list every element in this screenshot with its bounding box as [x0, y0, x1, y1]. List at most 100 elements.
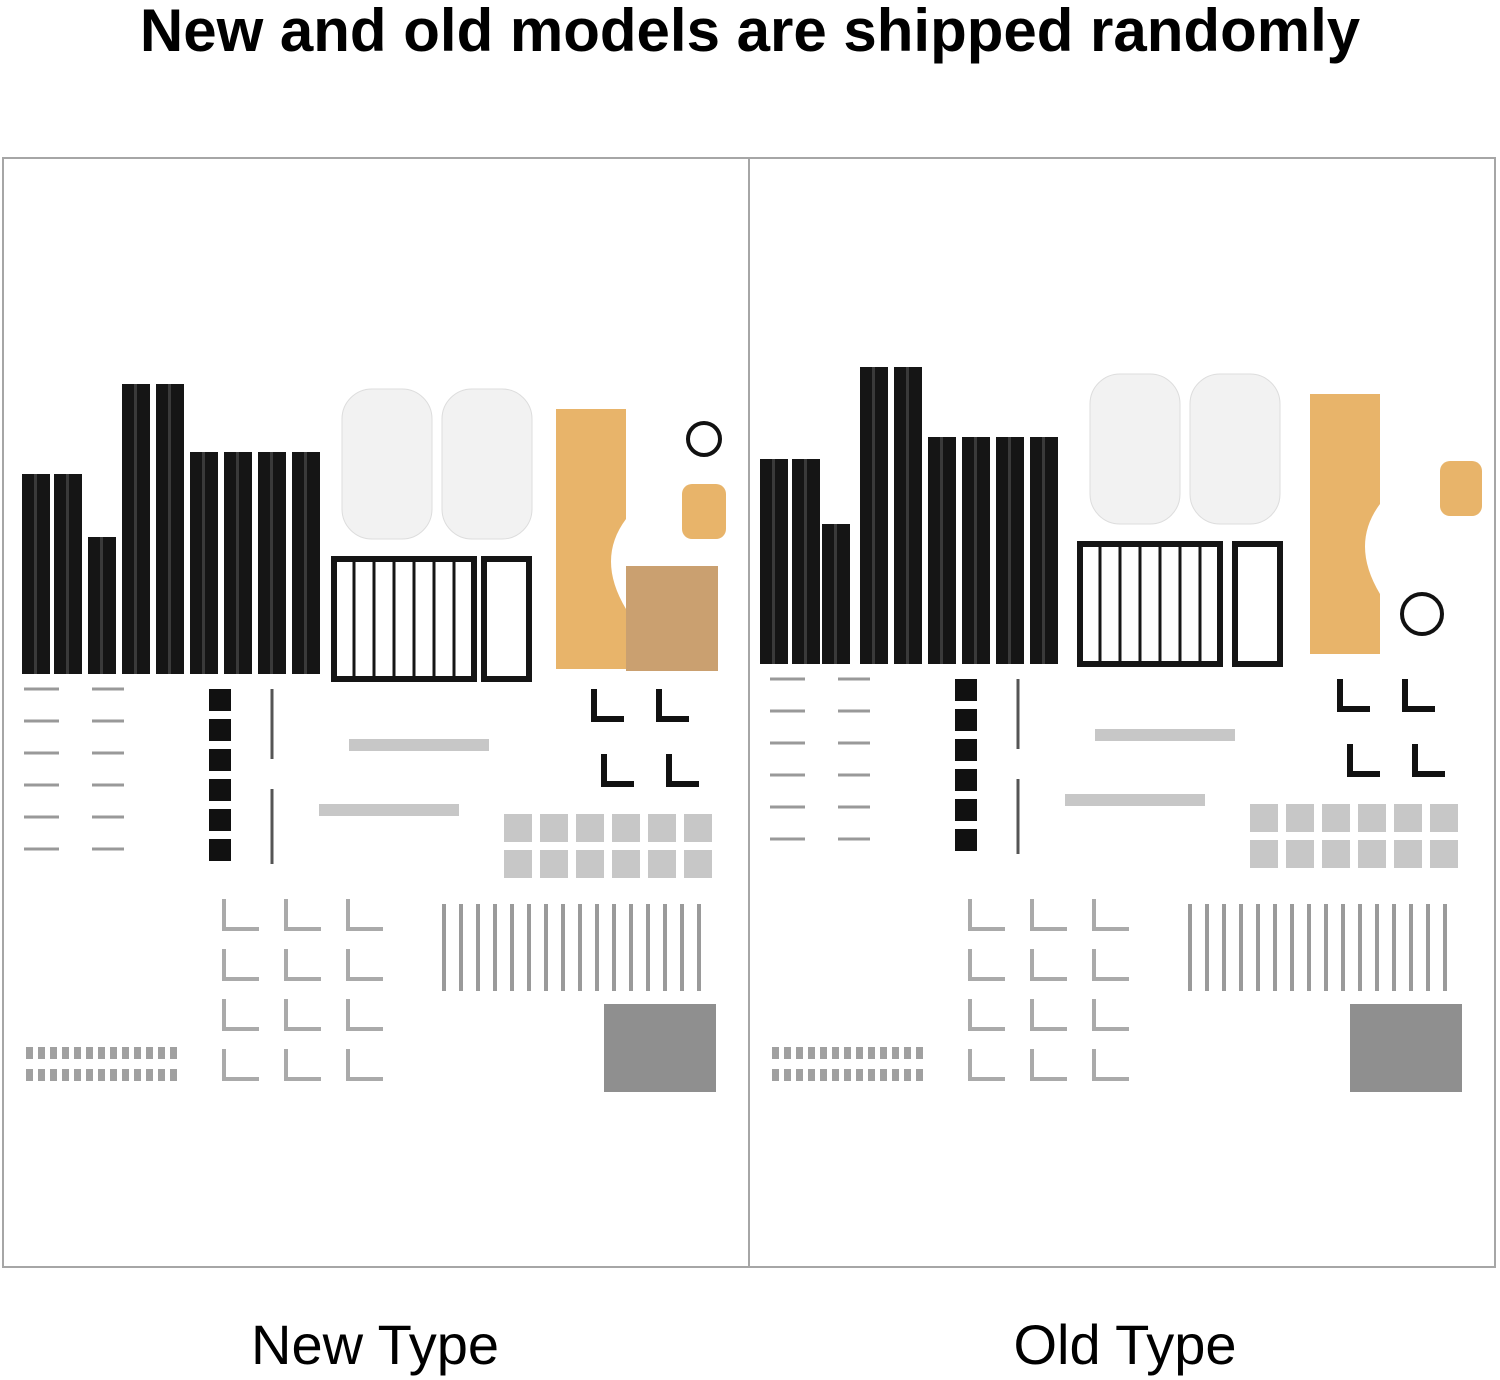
l-bracket [284, 899, 321, 931]
nut-plate [1358, 804, 1386, 832]
set-screw [820, 1047, 827, 1059]
set-screw [832, 1047, 839, 1059]
nut-plate [576, 850, 604, 878]
nut-plate [1430, 804, 1458, 832]
set-screw [74, 1069, 81, 1081]
nut-plate [576, 814, 604, 842]
set-screw [868, 1069, 875, 1081]
set-screw [868, 1047, 875, 1059]
nut-plate [1250, 804, 1278, 832]
spacer-block [955, 829, 977, 851]
nut-plate [1286, 804, 1314, 832]
acrylic-plate [1440, 461, 1482, 516]
l-bracket [222, 999, 259, 1031]
belt-holder-bracket [1077, 541, 1223, 667]
set-screw [26, 1069, 33, 1081]
set-screw [856, 1069, 863, 1081]
set-screw [170, 1069, 177, 1081]
pulley-bracket [1095, 729, 1235, 741]
l-bracket [1092, 949, 1129, 981]
set-screw [62, 1047, 69, 1059]
set-screw [98, 1047, 105, 1059]
set-screw [796, 1069, 803, 1081]
nut-plate [684, 814, 712, 842]
set-screw [122, 1069, 129, 1081]
spacer-block [209, 809, 231, 831]
belt-holder-bracket [331, 556, 477, 682]
set-screw [50, 1047, 57, 1059]
set-screw [122, 1047, 129, 1059]
set-screw [784, 1047, 791, 1059]
new-type-caption: New Type [251, 1313, 499, 1376]
old-type-caption: Old Type [1013, 1313, 1237, 1376]
nut-plate [540, 814, 568, 842]
nut-plate [504, 814, 532, 842]
set-screw [26, 1047, 33, 1059]
set-screw [38, 1047, 45, 1059]
spacer-block [955, 709, 977, 731]
l-bracket [222, 1049, 259, 1081]
set-screw [796, 1047, 803, 1059]
l-bracket [968, 899, 1005, 931]
set-screw [892, 1069, 899, 1081]
spacer-block [209, 839, 231, 861]
set-screw [50, 1069, 57, 1081]
nut-plate [1322, 840, 1350, 868]
set-screw [74, 1047, 81, 1059]
set-screw [110, 1069, 117, 1081]
new-type-panel [4, 159, 748, 1266]
set-screw [772, 1069, 779, 1081]
pulley-bracket [349, 739, 489, 751]
nut-plate [612, 814, 640, 842]
set-screw [134, 1047, 141, 1059]
nut-plate [612, 850, 640, 878]
l-bracket [284, 1049, 321, 1081]
nut-plate [1394, 840, 1422, 868]
nut-plate [648, 850, 676, 878]
glove [341, 388, 433, 540]
set-screw [110, 1047, 117, 1059]
nut-plate [1430, 840, 1458, 868]
l-bracket [222, 899, 259, 931]
set-screw [892, 1047, 899, 1059]
spacer-block [209, 749, 231, 771]
set-screw [98, 1069, 105, 1081]
glove [1089, 373, 1181, 525]
l-bracket [346, 999, 383, 1031]
set-screw [904, 1069, 911, 1081]
nut-plate [684, 850, 712, 878]
set-screw [904, 1047, 911, 1059]
l-bracket [968, 949, 1005, 981]
new-type-parts-kit-photo [22, 384, 726, 1092]
set-screw [772, 1047, 779, 1059]
limit-switch-cable [686, 421, 722, 457]
set-screw [832, 1069, 839, 1081]
l-bracket [346, 899, 383, 931]
l-bracket [1030, 899, 1067, 931]
old-type-parts-kit-photo [760, 367, 1482, 1092]
set-screw [880, 1069, 887, 1081]
acrylic-plate [682, 484, 726, 539]
corner-bracket [591, 689, 699, 787]
l-bracket [968, 999, 1005, 1031]
set-screw [844, 1047, 851, 1059]
l-bracket [968, 1049, 1005, 1081]
glove [1189, 373, 1281, 525]
set-screw [86, 1069, 93, 1081]
nut-plate [1358, 840, 1386, 868]
l-bracket [346, 1049, 383, 1081]
pulley-bracket [1065, 794, 1205, 806]
limit-switch-cable [1400, 592, 1444, 636]
acrylic-board [626, 566, 718, 671]
nut-plate [1250, 840, 1278, 868]
set-screw [784, 1069, 791, 1081]
set-screw [158, 1047, 165, 1059]
nut-plate [1394, 804, 1422, 832]
l-bracket [1030, 949, 1067, 981]
l-bracket [1092, 1049, 1129, 1081]
corner-bracket [1337, 679, 1445, 777]
felt-pad [604, 1004, 716, 1092]
set-screw [916, 1069, 923, 1081]
spacer-block [955, 769, 977, 791]
l-bracket [1030, 1049, 1067, 1081]
